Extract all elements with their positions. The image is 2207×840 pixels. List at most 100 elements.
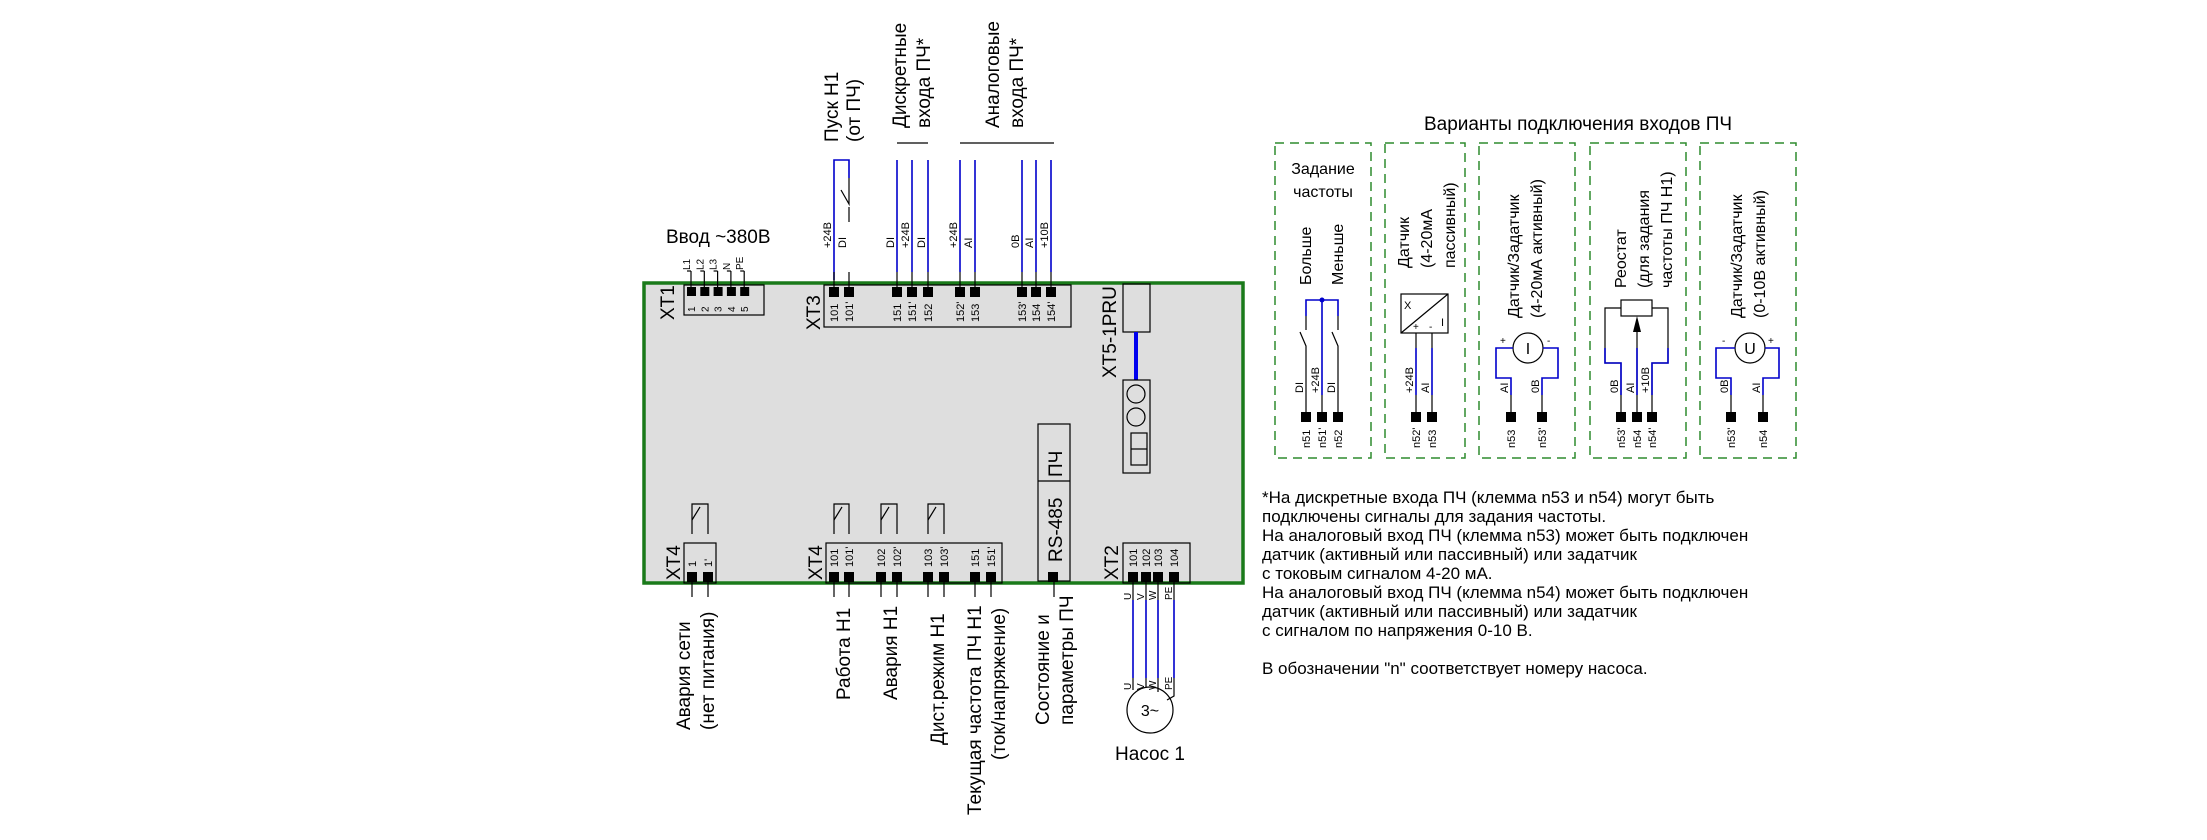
terminal — [876, 572, 886, 582]
terminal-number: 3 — [714, 306, 725, 312]
panel-border — [1478, 142, 1576, 459]
motor-label: Насос 1 — [1115, 744, 1185, 765]
terminal — [1317, 412, 1327, 422]
terminal — [687, 287, 696, 296]
phase-label: L2 — [695, 258, 706, 270]
panel-border — [1384, 142, 1466, 459]
terminal-number: n53 — [1427, 430, 1439, 448]
signal-label: +10В — [1039, 222, 1051, 248]
terminal-number: 103 — [923, 549, 935, 567]
phase-label: U — [1123, 683, 1134, 690]
switch-contact — [1299, 331, 1307, 395]
phase-label: W — [1148, 590, 1159, 600]
terminal-number: 103' — [939, 547, 951, 567]
note-line: На аналоговый вход ПЧ (клемма n53) может… — [1262, 526, 1748, 545]
terminal-number: 154 — [1031, 304, 1043, 322]
signal-label: AI — [963, 238, 975, 248]
pch-label: ПЧ — [1046, 451, 1067, 477]
xt5-label: XT5-1PRU — [1100, 286, 1121, 378]
terminal — [970, 287, 980, 297]
phase-label: V — [1136, 683, 1147, 690]
terminal — [1726, 412, 1736, 422]
phase-label: L1 — [682, 258, 693, 270]
signal-label: +24В — [948, 222, 960, 248]
signal-label: +24В — [822, 222, 834, 248]
output-label: Дист.режим Н1 — [928, 613, 949, 745]
xt4-left-desc-line2: (нет питания) — [698, 612, 719, 730]
terminal-number: n52' — [1411, 428, 1423, 448]
signal-label: AI — [1751, 383, 1763, 393]
panel-border — [1274, 142, 1372, 459]
terminal-number: 1' — [703, 559, 715, 567]
relay-contact — [691, 506, 701, 521]
terminal — [829, 572, 839, 582]
terminal — [703, 572, 713, 582]
panel-sublabel: Меньше — [1330, 224, 1347, 285]
junction — [1319, 297, 1325, 303]
terminal-number: 101 — [829, 304, 841, 322]
svg-text:U: U — [1744, 341, 1756, 358]
xt1-label: XT1 — [658, 285, 679, 320]
terminal — [955, 287, 965, 297]
terminal-number: n53' — [1537, 428, 1549, 448]
output-label: Авария Н1 — [881, 606, 902, 700]
terminal — [844, 287, 854, 297]
note-line: В обозначении "n" соответствует номеру н… — [1262, 659, 1648, 678]
note-line: датчик (активный или пассивный) или зада… — [1262, 602, 1638, 621]
terminal — [1169, 572, 1179, 582]
phase-label: N — [722, 263, 733, 270]
terminal — [829, 287, 839, 297]
relay-contact — [880, 506, 890, 521]
switch-contact — [1331, 331, 1339, 395]
terminal-number: 151 — [892, 304, 904, 322]
rs485-desc-line1: Состояние и — [1033, 614, 1054, 725]
output-label: Работа Н1 — [834, 608, 855, 700]
output-label: (ток/напряжение) — [989, 608, 1010, 760]
relay-contact — [833, 506, 843, 521]
panel-title: (0-10В активный) — [1752, 190, 1769, 318]
terminal — [970, 572, 980, 582]
xt2-label: XT2 — [1102, 545, 1123, 580]
signal-label: 0В — [1010, 235, 1022, 248]
xt4-label: XT4 — [806, 545, 827, 580]
terminal — [1758, 412, 1768, 422]
terminal-number: n52 — [1333, 430, 1345, 448]
note-line: *На дискретные входа ПЧ (клемма n53 и n5… — [1262, 488, 1714, 507]
terminal-number: 153' — [1017, 302, 1029, 322]
terminal — [923, 287, 933, 297]
svg-text:I: I — [1526, 341, 1530, 358]
panel-border — [1699, 142, 1797, 459]
signal-label: +24В — [1404, 367, 1416, 393]
terminal-number: n54' — [1647, 428, 1659, 448]
svg-text:+: + — [1768, 336, 1774, 347]
panel-title: Датчик/Задатчик — [1729, 194, 1746, 318]
panel-title: Реостат — [1613, 229, 1630, 288]
group-title-analog-line1: Аналоговые — [983, 21, 1004, 128]
terminal-number: 152 — [923, 304, 935, 322]
terminal — [844, 572, 854, 582]
svg-text:-: - — [1429, 322, 1432, 333]
terminal-number: 4 — [727, 306, 738, 312]
xt3-label: XT3 — [804, 295, 825, 330]
terminal — [939, 572, 949, 582]
svg-text:-: - — [1722, 336, 1725, 347]
phase-label: U — [1123, 593, 1134, 600]
terminal — [1427, 412, 1437, 422]
panel-title: Датчик — [1396, 216, 1413, 268]
note-line: На аналоговый вход ПЧ (клемма n54) может… — [1262, 583, 1748, 602]
panel-border — [1589, 142, 1687, 459]
relay-contact — [927, 506, 937, 521]
group-title-analog-line2: входа ПЧ* — [1007, 37, 1028, 128]
note-line: с сигналом по напряжения 0-10 В. — [1262, 621, 1533, 640]
motor: 3~ Насос 1 — [1115, 686, 1185, 765]
terminal-number: 102 — [1141, 549, 1153, 567]
signal-label: +24В — [900, 222, 912, 248]
panel-title: частоты — [1293, 184, 1353, 201]
terminal-number: 101 — [1128, 549, 1140, 567]
terminal-number: 152' — [955, 302, 967, 322]
terminal-number: n53 — [1506, 430, 1518, 448]
xt4-left-label: XT4 — [664, 545, 685, 580]
panel-title: частоты ПЧ Н1) — [1659, 171, 1676, 288]
